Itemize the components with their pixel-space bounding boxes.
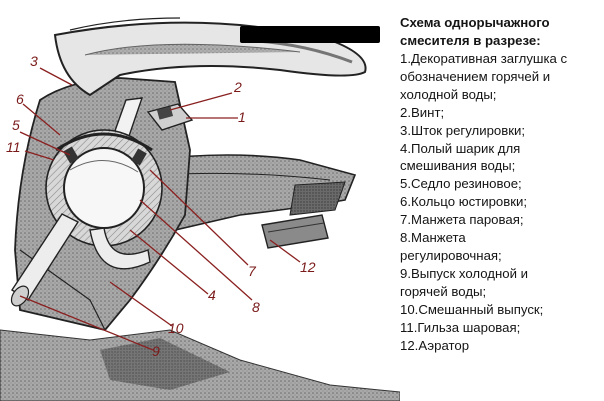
mixed-outlet — [89, 227, 151, 270]
screw — [156, 106, 174, 120]
callout-9: 9 — [152, 343, 160, 359]
legend-item: холодной воды; — [400, 86, 497, 102]
legend-item: 12.Аэратор — [400, 337, 470, 353]
redaction-bar — [240, 26, 380, 43]
legend-panel: Схема однорычажного смесителя в разрезе:… — [398, 14, 602, 354]
aerator — [261, 214, 329, 249]
leader-lines — [19, 67, 301, 351]
legend-item: 4.Полый шарик для — [400, 140, 521, 156]
callout-8: 8 — [252, 299, 260, 315]
mixer-cross-section-diagram: 1 2 3 4 5 6 7 8 9 10 11 12 — [0, 17, 400, 401]
legend-item: обозначением горячей и — [400, 68, 551, 84]
legend-item: 7.Манжета паровая; — [400, 212, 524, 228]
legend-item: 2.Винт; — [400, 104, 445, 120]
legend-item: 6.Кольцо юстировки; — [400, 194, 528, 210]
callout-7: 7 — [248, 263, 257, 279]
legend-item: горячей воды; — [400, 283, 487, 299]
legend-title-line-2: смесителя в разрезе: — [400, 33, 541, 48]
callout-4: 4 — [208, 287, 216, 303]
legend-item: 3.Шток регулировки; — [400, 122, 526, 138]
legend-title-line-1: Схема однорычажного — [400, 15, 550, 30]
legend-item: 8.Манжета — [400, 230, 466, 246]
callout-10: 10 — [168, 320, 184, 336]
callout-12: 12 — [300, 259, 316, 275]
legend-list: 1.Декоративная заглушка с обозначением г… — [398, 50, 602, 354]
callout-2: 2 — [233, 79, 242, 95]
rubber-seat — [63, 146, 147, 166]
callout-11: 11 — [6, 139, 21, 155]
legend-item: регулировочная; — [400, 247, 502, 263]
legend-item: 5.Седло резиновое; — [400, 176, 522, 192]
legend-item: 1.Декоративная заглушка с — [400, 51, 568, 66]
adjusting-ring — [55, 132, 153, 152]
spout — [148, 154, 357, 231]
legend-item: 9.Выпуск холодной и — [400, 265, 528, 281]
callout-6: 6 — [16, 91, 24, 107]
callout-3: 3 — [30, 53, 38, 69]
callout-1: 1 — [238, 109, 246, 125]
legend-item: смешивания воды; — [400, 158, 516, 174]
callout-5: 5 — [12, 117, 20, 133]
sink-surface — [0, 329, 400, 401]
legend-item: 10.Смешанный выпуск; — [400, 301, 544, 317]
legend-item: 11.Гильза шаровая; — [400, 319, 521, 335]
